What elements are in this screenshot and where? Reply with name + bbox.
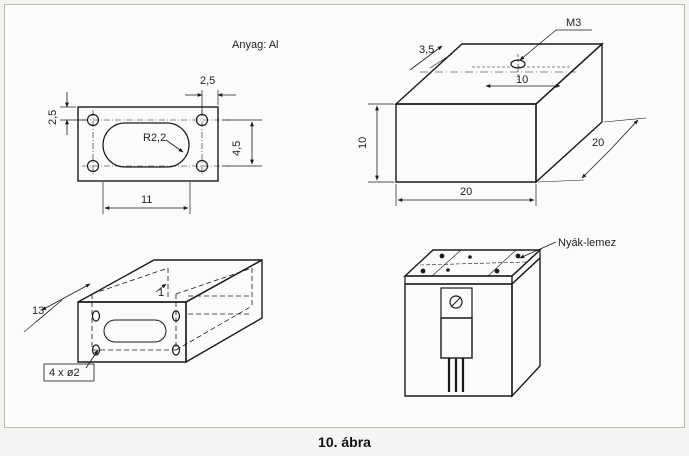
- assembly-drawing: Nyák-lemez: [403, 237, 616, 398]
- pcb-edge: [404, 275, 513, 285]
- plate-outline: [77, 106, 219, 182]
- pcb-top-face: [403, 249, 542, 277]
- heatsink-side-face: [511, 256, 541, 398]
- block-hole-spacing-label: 10: [516, 74, 528, 86]
- heatsink-front-face: [404, 283, 513, 397]
- frame-hole: [91, 344, 101, 356]
- figure-panel: [4, 4, 685, 428]
- frame-slot: [103, 319, 167, 343]
- pcb-label: Nyák-lemez: [558, 237, 616, 249]
- frame-holes-label: 4 x ø2: [49, 367, 80, 379]
- block-depth-label: 20: [592, 137, 604, 149]
- plate-height-label: 4,5: [231, 141, 243, 156]
- frame-hole: [91, 310, 101, 322]
- frame-drawing: 13 1 4 x ø2: [23, 258, 263, 382]
- figure-caption: 10. ábra: [318, 434, 371, 450]
- transistor-body: [440, 317, 473, 359]
- pcb-pads: [420, 253, 521, 274]
- plate-slot-radius-label: R2,2: [143, 132, 166, 144]
- block-height-label: 10: [357, 137, 369, 149]
- block-thread-label: M3: [566, 17, 581, 29]
- frame-side-face: [185, 258, 263, 364]
- transistor: [440, 287, 473, 392]
- plate-margin-v-label: 2,5: [47, 110, 59, 125]
- frame-holes-callout-box: [43, 363, 95, 382]
- plate-slot: [102, 122, 190, 168]
- plate-margin-h-label: 2,5: [200, 75, 215, 87]
- frame-hole: [171, 310, 181, 322]
- block-hole-offset-label: 3,5: [419, 44, 434, 56]
- frame-inner-gap-label: 1: [158, 287, 164, 299]
- transistor-mount-hole: [449, 295, 463, 309]
- block-width-label: 20: [460, 186, 472, 198]
- plate-drawing: 2,5 2,5 R2,2 4,5 11: [47, 75, 262, 214]
- block-drawing: M3 3,5 10 10 20 20: [357, 17, 647, 206]
- block-side-face: [535, 42, 603, 184]
- material-note: Anyag: Al: [232, 39, 278, 51]
- plate-width-label: 11: [141, 194, 152, 206]
- frame-depth-label: 13: [32, 305, 44, 317]
- frame-hole: [171, 344, 181, 356]
- frame-holes: [91, 310, 181, 356]
- frame-top-face: [77, 259, 263, 303]
- block-front-face: [395, 103, 537, 183]
- transistor-tab: [440, 287, 473, 319]
